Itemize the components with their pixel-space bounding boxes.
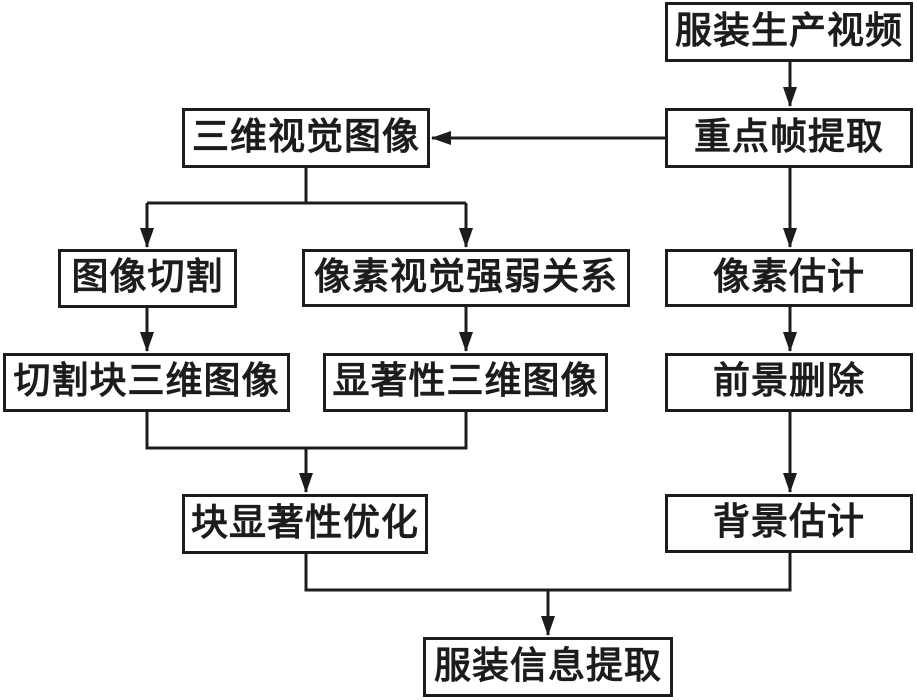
node-keyframe-extraction-label: 重点帧提取 (694, 116, 884, 158)
node-pixel-estimation: 像素估计 (665, 249, 913, 307)
node-source-video-label: 服装生产视频 (675, 10, 903, 52)
node-image-segmentation-label: 图像切割 (71, 257, 224, 298)
edge-merge-bar-saliency (145, 412, 468, 450)
node-block-saliency-optimization-label: 块显著性优化 (191, 502, 419, 544)
node-segmented-block-3d-label: 切割块三维图像 (13, 361, 280, 402)
node-3d-visual-image: 三维视觉图像 (182, 108, 430, 168)
node-image-segmentation: 图像切割 (58, 249, 237, 308)
node-garment-info-extraction: 服装信息提取 (423, 637, 673, 697)
node-saliency-3d-image: 显著性三维图像 (323, 353, 608, 412)
node-background-estimation-label: 背景估计 (713, 502, 865, 543)
node-garment-info-extraction-label: 服装信息提取 (434, 645, 662, 687)
node-source-video: 服装生产视频 (665, 2, 913, 62)
node-background-estimation: 背景估计 (665, 494, 913, 553)
node-foreground-removal-label: 前景删除 (713, 361, 865, 402)
node-keyframe-extraction: 重点帧提取 (665, 108, 913, 168)
edge-3d-visual-branch-bar (147, 167, 466, 205)
node-3d-visual-image-label: 三维视觉图像 (192, 116, 420, 158)
edge-merge-bar-final (304, 553, 792, 592)
node-pixel-estimation-label: 像素估计 (713, 256, 865, 298)
node-block-saliency-optimization: 块显著性优化 (182, 494, 428, 554)
node-segmented-block-3d: 切割块三维图像 (3, 353, 290, 412)
node-pixel-visual-strength: 像素视觉强弱关系 (302, 249, 630, 307)
node-foreground-removal: 前景删除 (665, 353, 913, 412)
node-saliency-3d-image-label: 显著性三维图像 (332, 361, 599, 402)
node-pixel-visual-strength-label: 像素视觉强弱关系 (314, 256, 618, 298)
